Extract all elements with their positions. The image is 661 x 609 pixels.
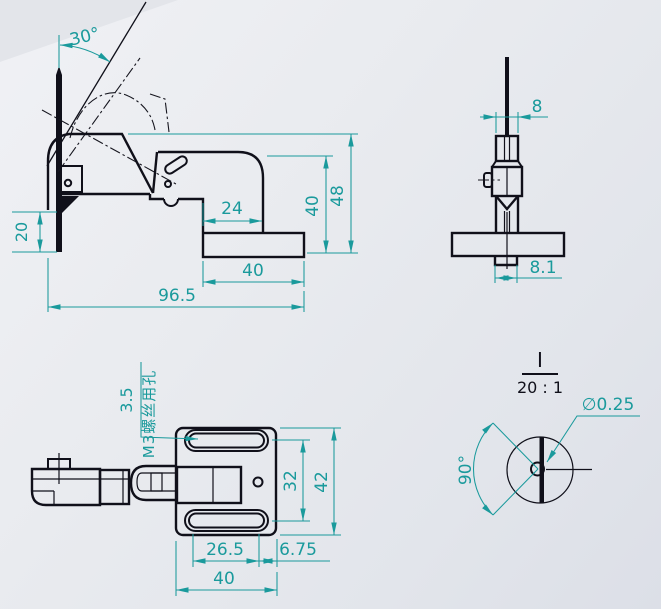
dim-overall-48: 48: [328, 185, 348, 207]
centerline-diagonal: [41, 109, 177, 185]
dim-slot-26-5: 26.5: [206, 540, 244, 560]
dim-base-40: 40: [242, 261, 264, 281]
detail-label: I: [537, 348, 543, 372]
upper-column: [494, 134, 520, 163]
arm-bar: [98, 468, 131, 506]
v-notch: [495, 195, 519, 211]
pivot-block: [175, 465, 243, 505]
top-view-part-outline: [30, 426, 278, 537]
lever-gusset: [62, 196, 79, 213]
lever-bar: [56, 66, 62, 252]
plate-hole: [252, 476, 264, 488]
lever-rod: [505, 57, 509, 137]
top-view-dimensions: 3.5 M3螺丝用孔 32 42 26.5: [117, 362, 341, 596]
detail-center-hole: [530, 461, 545, 477]
note-slot-width: 3.5: [117, 387, 136, 412]
foot-tab: [493, 256, 519, 267]
dim-edge-6-75: 6.75: [279, 540, 317, 560]
arm-rod: [136, 472, 177, 492]
front-view-dimensions: 8 8.1: [480, 97, 562, 283]
dim-lever-20: 20: [12, 222, 31, 242]
lower-column: [494, 196, 520, 233]
dim-foot-8-1: 8.1: [529, 258, 556, 278]
dim-angle-30: 30°: [68, 24, 102, 51]
arm-yoke: [129, 464, 177, 502]
ghost-head-edge: [149, 93, 170, 133]
front-view: 8 8.1: [450, 57, 566, 283]
pivot-pad: [60, 165, 83, 193]
side-view: 30° 20 24 40 96.5: [12, 1, 358, 312]
dim-cone-90: 90°: [456, 455, 476, 485]
side-view-part-outline: [41, 1, 306, 259]
pivot-hole: [63, 178, 73, 188]
detail-view: I 20 : 1 90° ∅0.25: [456, 348, 640, 516]
base-plate-side: [201, 231, 306, 259]
bracket-slot: [164, 155, 188, 175]
side-view-dimensions: 30° 20 24 40 96.5: [12, 24, 358, 312]
dim-plate-40: 40: [213, 569, 235, 589]
dim-hole-0-25: ∅0.25: [582, 395, 635, 415]
arm-end-cap: [30, 467, 102, 507]
hole-leader: [546, 415, 640, 463]
head-joint-line: [151, 151, 159, 194]
ghost-head-arc: [69, 92, 156, 139]
dim-slot-spacing-32: 32: [281, 470, 301, 492]
bottom-notch-arc: [163, 198, 179, 207]
dim-step-24: 24: [221, 199, 243, 219]
rod-collar: [150, 472, 163, 492]
dim-plate-42: 42: [312, 471, 332, 493]
top-view: 3.5 M3螺丝用孔 32 42 26.5: [30, 362, 341, 596]
dim-overall-96-5: 96.5: [158, 286, 196, 306]
head-outline: [46, 132, 155, 210]
base-bar: [450, 231, 566, 258]
detail-view-dimensions: 90° ∅0.25: [456, 395, 640, 516]
detail-edge-bar: [539, 437, 544, 503]
top-slot-inner: [188, 432, 265, 449]
centerline-lever-axis: [57, 57, 141, 173]
detail-scale: 20 : 1: [517, 378, 563, 397]
bracket-hole: [164, 180, 172, 188]
top-slot-outer: [184, 429, 269, 452]
bracket-bottom-profile: [148, 194, 205, 232]
note-leader: [140, 362, 199, 442]
bottom-slot-inner: [188, 512, 265, 529]
lever-raised-line: [46, 1, 147, 167]
dim-bracket-40: 40: [303, 195, 323, 217]
bottom-slot-outer: [184, 509, 269, 532]
front-view-part-outline: [450, 57, 566, 269]
note-m3-screw-hole: M3螺丝用孔: [140, 370, 158, 459]
dim-shaft-8: 8: [532, 97, 543, 117]
bracket-outline: [158, 150, 265, 232]
